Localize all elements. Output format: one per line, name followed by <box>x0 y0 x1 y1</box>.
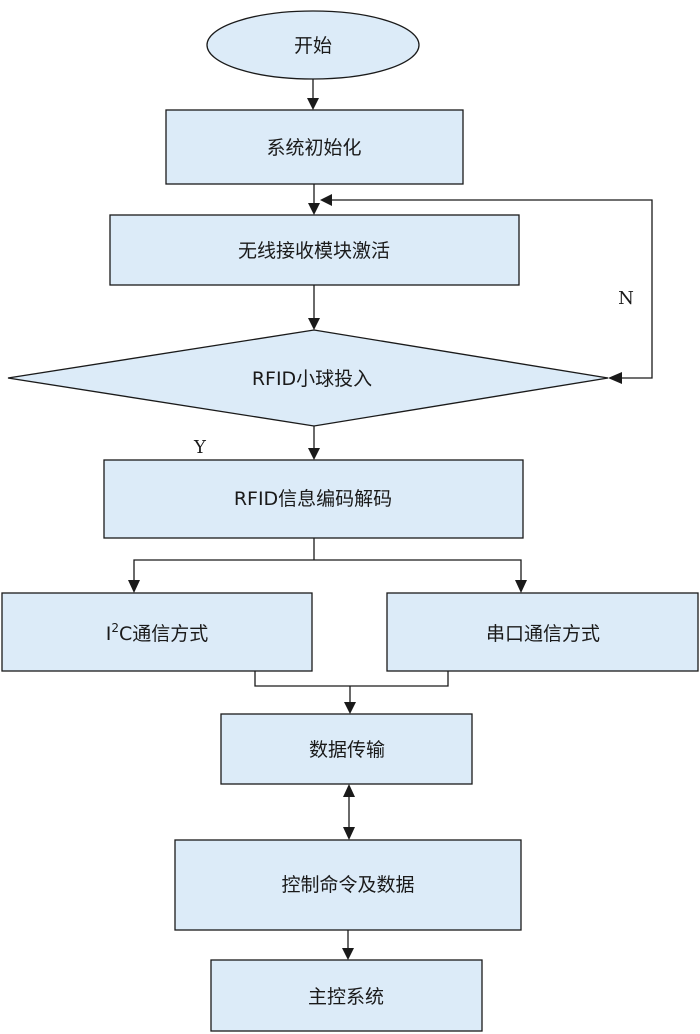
serial-node <box>386 592 699 672</box>
connector-merge-bar <box>254 671 449 687</box>
master-node <box>210 959 483 1032</box>
i2c-label: I2C通信方式 <box>106 621 209 645</box>
yes-label: Y <box>193 437 207 458</box>
serial-label: 串口通信方式 <box>486 623 600 645</box>
command-label: 控制命令及数据 <box>281 874 414 896</box>
init-label: 系统初始化 <box>266 137 361 159</box>
arrow-activate-decision <box>308 318 320 330</box>
init-node <box>165 109 464 185</box>
command-node <box>174 839 522 931</box>
i2c-node <box>1 592 313 672</box>
arrow-no-decision <box>608 372 622 384</box>
decode-label: RFID信息编码解码 <box>234 488 392 510</box>
activate-label: 无线接收模块激活 <box>238 240 390 262</box>
arrow-merge-transfer <box>344 702 356 714</box>
arrow-start-init <box>307 98 319 110</box>
i2c-label-sup: 2 <box>111 621 119 635</box>
connector-no-loop <box>332 199 653 379</box>
arrow-decision-decode <box>308 448 320 460</box>
i2c-label-rest: C通信方式 <box>119 623 208 645</box>
decision-label: RFID小球投入 <box>252 368 372 390</box>
no-label: N <box>618 288 634 309</box>
i2c-label-prefix: I <box>106 623 112 645</box>
arrow-to-serial <box>515 580 527 593</box>
arrow-up-transfer <box>343 784 355 797</box>
master-label: 主控系统 <box>308 986 384 1008</box>
arrow-no-activate <box>320 194 332 206</box>
start-label: 开始 <box>294 35 332 57</box>
arrow-down-command <box>343 827 355 840</box>
connector-split-bar <box>133 559 522 582</box>
arrow-command-master <box>342 948 354 960</box>
arrow-to-i2c <box>128 580 140 593</box>
arrow-init-activate <box>308 203 320 215</box>
transfer-node <box>220 713 473 785</box>
transfer-label: 数据传输 <box>309 739 385 761</box>
